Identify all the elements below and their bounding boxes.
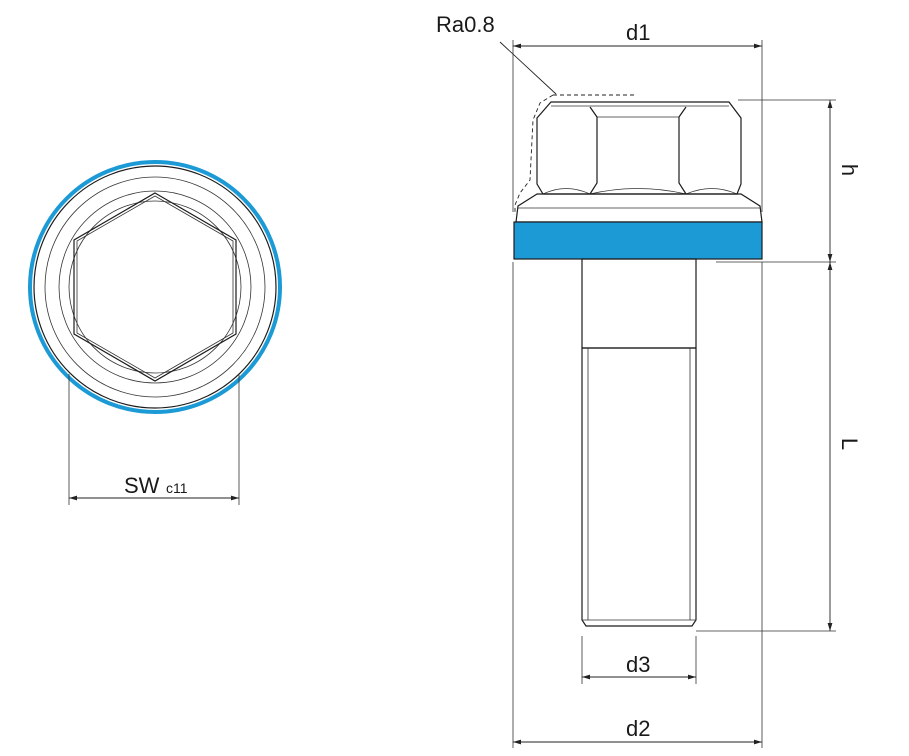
hexagon-outline — [73, 192, 237, 382]
flange-inner-ring — [44, 176, 266, 398]
hex-face-left — [589, 106, 598, 195]
bearing-circle — [68, 200, 242, 374]
d2-label: d2 — [626, 716, 650, 741]
hex-circumcircle — [58, 190, 252, 384]
hex-head-outline — [536, 101, 742, 195]
d1-label: d1 — [626, 20, 650, 45]
hex-face-arc-mid — [589, 188, 687, 195]
hex-face-arc-right — [685, 188, 738, 195]
l-label: L — [837, 438, 862, 450]
flange-seal-ring — [513, 221, 763, 260]
hexagon-chamfer — [76, 195, 234, 379]
flange-outer-edge — [33, 165, 277, 409]
shank-threaded — [581, 348, 697, 627]
sw-tolerance-label: c11 — [166, 480, 188, 496]
shank-unthreaded — [581, 258, 697, 349]
side-view: Ra0.8 d1 h L — [436, 12, 862, 748]
hex-face-right — [678, 106, 687, 195]
h-label: h — [837, 164, 862, 176]
top-view: SW c11 — [28, 160, 282, 505]
roughness-label: Ra0.8 — [436, 12, 495, 37]
roughness-leader — [499, 41, 557, 95]
roughness-surface-outline — [514, 94, 636, 215]
hex-face-arc-left — [542, 188, 591, 195]
flange-outer-ring — [28, 160, 282, 414]
d3-label: d3 — [626, 652, 650, 677]
sw-label: SW — [124, 473, 160, 498]
